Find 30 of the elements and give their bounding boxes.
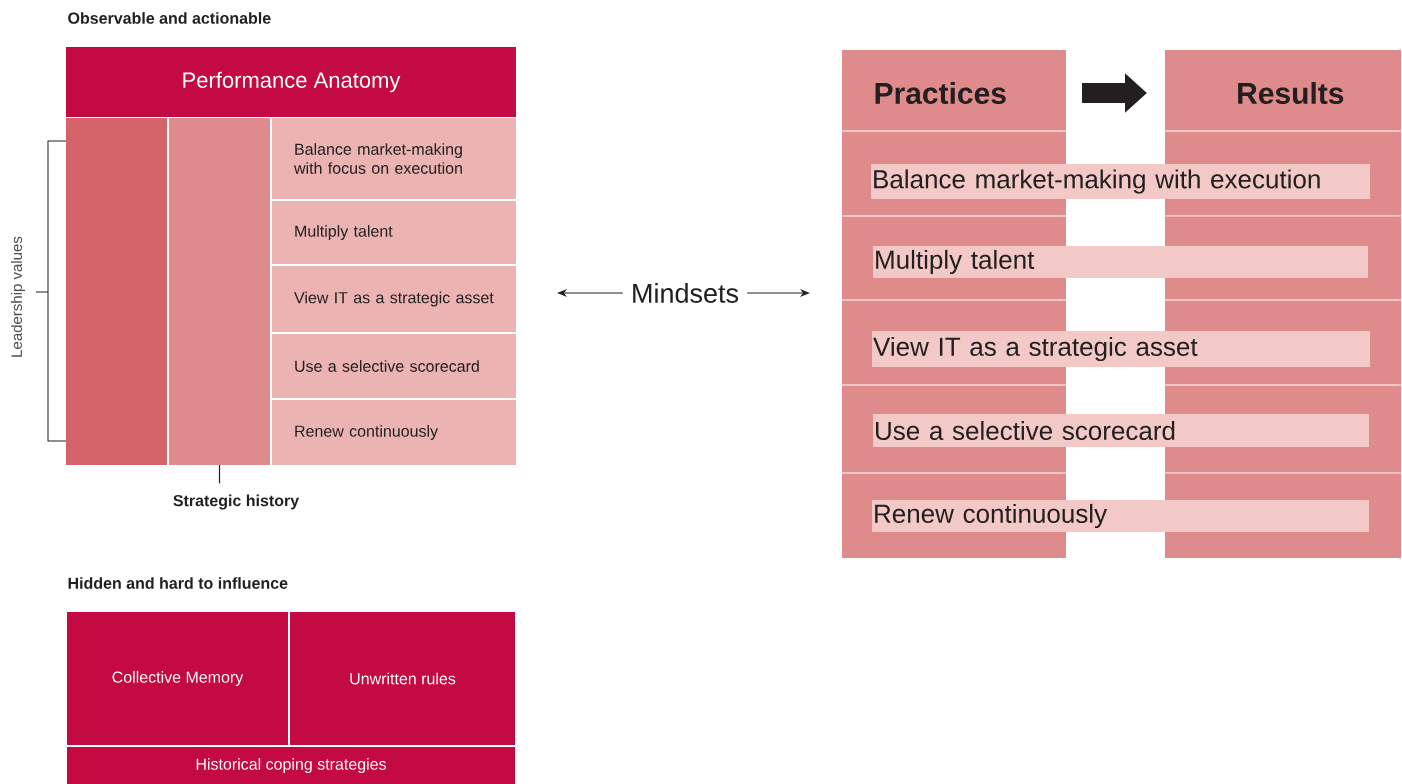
node-label: Collective Memory: [112, 671, 244, 686]
practice-band: Renew continuously: [872, 500, 1369, 532]
practice-cell: Use a selective scorecard: [272, 334, 516, 398]
mindsets-text: Mindsets: [633, 283, 739, 303]
header-box: Performance Anatomy: [66, 47, 516, 117]
node-label: Balance market-making with focus on execution: [293, 143, 462, 174]
leader-line: [218, 464, 221, 484]
node-label: Historical coping strategies: [196, 758, 386, 773]
practice-band: Multiply talent: [873, 246, 1368, 278]
column-bar: [66, 118, 167, 465]
rules-box: Unwritten rules: [290, 612, 515, 745]
practice-cell: Balance market-making with focus on execution: [272, 118, 516, 199]
node-label: Use a selective scorecard: [295, 360, 479, 372]
node-label: Renew continuously: [295, 425, 439, 440]
node-label: Multiply talent: [295, 225, 393, 240]
node-label: Unwritten rules: [350, 672, 456, 685]
heading-text: Observable and actionable: [68, 12, 271, 24]
strategies-box: Historical coping strategies: [67, 747, 515, 784]
practice-cell: Multiply talent: [272, 201, 516, 264]
practice-band: Use a selective scorecard: [873, 414, 1369, 447]
practice-cell: Renew continuously: [272, 400, 516, 465]
caption-text: Strategic history: [173, 494, 300, 510]
column-bar: [169, 118, 270, 465]
bracket-label: Leadership values: [11, 236, 25, 357]
practice-band: Balance market-making with execution: [871, 164, 1370, 199]
heading-text: Hidden and hard to influence: [68, 577, 288, 589]
practice-cell: View IT as a strategic asset: [272, 266, 516, 332]
node-label: View IT as a strategic asset: [294, 291, 494, 307]
practice-band: View IT as a strategic asset: [872, 331, 1370, 367]
memory-box: Collective Memory: [67, 612, 288, 745]
